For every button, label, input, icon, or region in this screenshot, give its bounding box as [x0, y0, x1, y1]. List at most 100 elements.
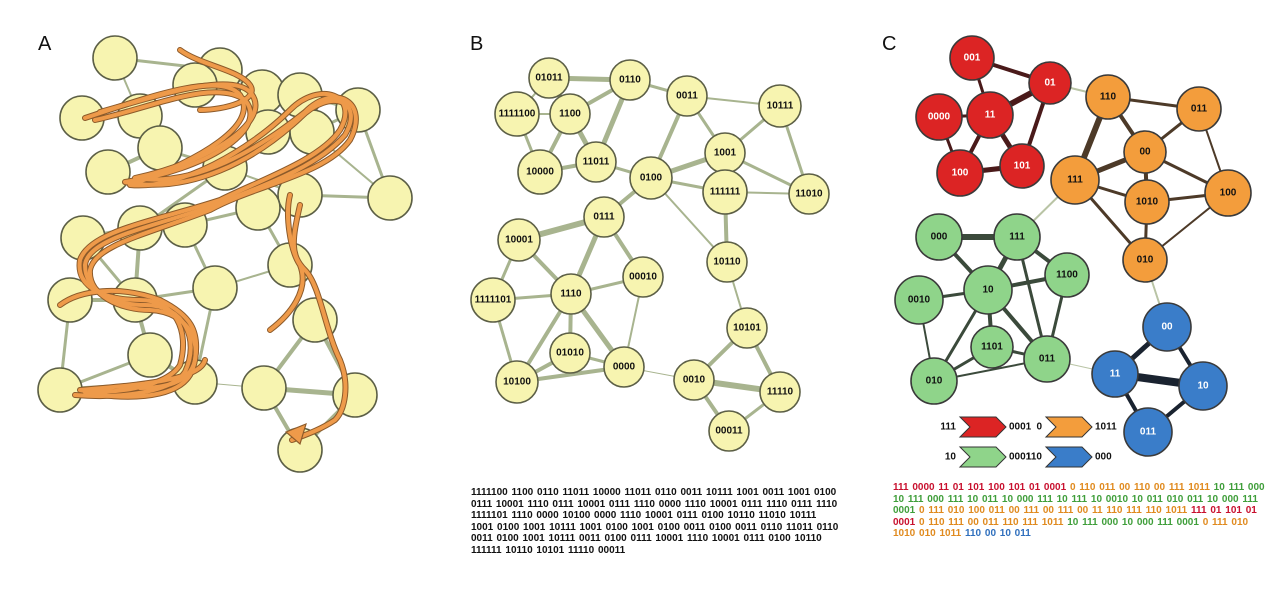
- panel-b-node-label: 0010: [683, 375, 706, 386]
- panel-b-node-label: 01010: [556, 348, 584, 359]
- legend-chevron-icon: [1044, 446, 1093, 468]
- panel-b-node: [549, 93, 591, 135]
- panel-c-node: [970, 325, 1014, 369]
- panel-b-label: B: [470, 33, 483, 55]
- panel-b-node-label: 10100: [503, 377, 531, 388]
- sequence-segment: 111 01 101 01 0001: [893, 505, 1257, 528]
- trajectory-line: [77, 83, 348, 394]
- legend-suffix: 1011: [1095, 422, 1117, 433]
- panel-b-node-label: 10000: [526, 167, 554, 178]
- panel-b-node-label: 00011: [715, 426, 743, 437]
- panel-c-node-label: 100: [952, 168, 969, 179]
- panel-a-node: [367, 175, 413, 221]
- panel-b-node-label: 10101: [733, 323, 761, 334]
- panel-c-node: [1122, 237, 1168, 283]
- trajectory-line: [58, 289, 199, 390]
- panel-c-node: [1023, 335, 1071, 383]
- panel-b-node: [759, 371, 801, 413]
- legend-prefix: 10: [945, 452, 957, 463]
- panel-b-node-label: 0111: [593, 212, 615, 223]
- legend-prefix: 111: [940, 422, 956, 433]
- panel-c-node: [1091, 350, 1139, 398]
- panel-b-node-label: 10111: [767, 101, 794, 112]
- panel-c-node: [1085, 74, 1131, 120]
- panel-c-node-label: 11: [1110, 369, 1121, 380]
- legend-chevron-icon: [958, 446, 1007, 468]
- panel-c-node-label: 010: [1137, 255, 1154, 266]
- legend-suffix: 0001: [1009, 452, 1032, 463]
- panel-b-node: [706, 241, 748, 283]
- panel-c-node-label: 1101: [981, 342, 1003, 353]
- sequence-segment: 0 110 011 00 110 00 111 1011: [1069, 482, 1214, 493]
- panel-b-node-label: 10110: [713, 257, 741, 268]
- panel-b-node: [788, 173, 830, 215]
- panel-b-node: [495, 360, 539, 404]
- panel-c-node-label: 000: [931, 232, 948, 243]
- panel-b-node-label: 11011: [583, 157, 610, 168]
- panel-a-network: [37, 35, 413, 473]
- panel-c-node: [1204, 169, 1252, 217]
- panel-c-node-label: 11: [985, 110, 996, 121]
- panel-a-node: [192, 265, 238, 311]
- panel-b-edges: [491, 75, 811, 433]
- legend-prefix: 0: [1036, 422, 1042, 433]
- panel-c-node: [1044, 252, 1090, 298]
- panel-c-node: [915, 213, 963, 261]
- panel-b-node-label: 11010: [795, 189, 823, 200]
- panel-b-node: [666, 75, 708, 117]
- panel-c-node-label: 011: [1039, 354, 1056, 365]
- panel-b-node-label: 111111: [710, 187, 741, 198]
- panel-c-node-label: 0010: [908, 295, 931, 306]
- panel-c-node-label: 011: [1140, 427, 1157, 438]
- panel-b-node: [494, 91, 540, 137]
- panel-c-node-label: 100: [1220, 188, 1237, 199]
- panel-c-node: [949, 35, 995, 81]
- panel-b-node: [708, 410, 750, 452]
- legend-chevron-icon: [958, 416, 1007, 438]
- panel-b-node-label: 0000: [613, 362, 636, 373]
- panel-c-node-label: 10: [1197, 381, 1209, 392]
- panel-b-node: [583, 196, 625, 238]
- panel-c-node-label: 111: [1009, 232, 1025, 243]
- panel-b-node: [528, 57, 570, 99]
- panel-b-node-label: 01011: [535, 73, 563, 84]
- panel-a-label: A: [38, 33, 52, 55]
- panel-b-node: [550, 273, 592, 315]
- panel-c-node-label: 010: [926, 376, 943, 387]
- panel-b-node: [758, 84, 802, 128]
- panel-b-node-label: 0011: [676, 91, 698, 102]
- panel-b-node-label: 00010: [629, 272, 657, 283]
- panel-b-node: [470, 277, 516, 323]
- sequence-segment: 0 111 010 100 011 00 111 00 111 00 11 11…: [919, 505, 1191, 517]
- panel-c-node-label: 00: [1139, 147, 1151, 158]
- panel-c-node: [910, 357, 958, 405]
- panel-b-node: [497, 218, 541, 262]
- panel-b-node: [609, 59, 651, 101]
- panel-a-node: [37, 367, 83, 413]
- panel-a-node: [127, 332, 173, 378]
- panel-b-node: [517, 149, 563, 195]
- panel-c-node-label: 110: [1100, 92, 1117, 103]
- panel-c-node: [963, 265, 1013, 315]
- panel-a-node: [241, 365, 287, 411]
- panel-c-node: [966, 91, 1014, 139]
- panel-b-node-label: 0110: [619, 75, 641, 86]
- panel-c-node-label: 101: [1014, 161, 1031, 172]
- trajectory-line: [83, 82, 358, 399]
- panel-c-node: [993, 213, 1041, 261]
- panel-b-node: [603, 346, 645, 388]
- panel-c-node: [915, 93, 963, 141]
- sequence-segment: 0 110 111 00 011 110 111 1011: [919, 516, 1068, 528]
- panel-c-node: [936, 149, 984, 197]
- panel-c-node-label: 1100: [1056, 270, 1078, 281]
- panel-b-node: [702, 169, 748, 215]
- panel-b-node-label: 10001: [505, 235, 533, 246]
- panel-c-node: [1123, 407, 1173, 457]
- panel-b-node-label: 1111101: [475, 295, 512, 306]
- panel-c-node-label: 001: [964, 53, 981, 64]
- panel-b-node-label: 0100: [640, 173, 663, 184]
- panel-c-node-label: 1010: [1136, 197, 1159, 208]
